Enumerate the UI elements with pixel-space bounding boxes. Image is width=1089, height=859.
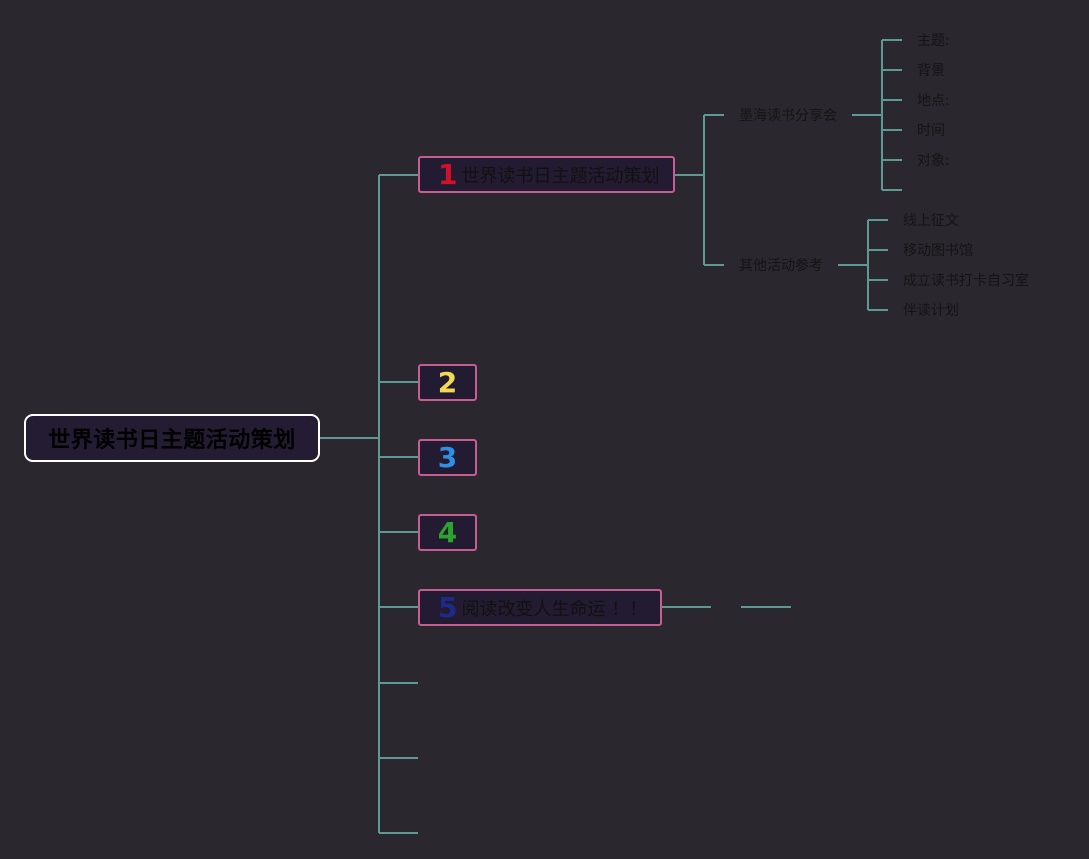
leaf-mobile-library[interactable]: 移动图书馆 bbox=[903, 240, 973, 260]
subtopic-label: 墨海读书分享会 bbox=[739, 108, 837, 124]
leaf-label: 伴读计划 bbox=[903, 303, 959, 319]
leaf-theme[interactable]: 主题: bbox=[917, 30, 950, 50]
leaf-label: 地点: bbox=[917, 93, 950, 109]
branch-label-1: 世界读书日主题活动策划 bbox=[461, 165, 660, 187]
subtopic-reading-salon[interactable]: 墨海读书分享会 bbox=[739, 105, 837, 125]
branch-node-1[interactable]: 1 世界读书日主题活动策划 bbox=[418, 156, 675, 193]
subtopic-other-activities[interactable]: 其他活动参考 bbox=[739, 255, 823, 275]
subtopic-label: 其他活动参考 bbox=[739, 258, 823, 274]
leaf-label: 时间 bbox=[917, 123, 945, 139]
branch-number-3: 3 bbox=[437, 441, 458, 474]
leaf-time[interactable]: 时间 bbox=[917, 120, 945, 140]
leaf-location[interactable]: 地点: bbox=[917, 90, 950, 110]
branch-number-4: 4 bbox=[437, 516, 458, 549]
leaf-label: 主题: bbox=[917, 33, 950, 49]
leaf-label: 线上征文 bbox=[903, 213, 959, 229]
branch-node-4[interactable]: 4 bbox=[418, 514, 477, 551]
branch-node-5[interactable]: 5 阅读改变人生命运 ！！ bbox=[418, 589, 662, 626]
leaf-label: 移动图书馆 bbox=[903, 243, 973, 259]
leaf-study-room[interactable]: 成立读书打卡自习室 bbox=[903, 270, 1029, 290]
leaf-background[interactable]: 背景 bbox=[917, 60, 945, 80]
branch-number-2: 2 bbox=[437, 366, 458, 399]
root-node-label: 世界读书日主题活动策划 bbox=[48, 428, 296, 453]
leaf-audience[interactable]: 对象: bbox=[917, 150, 950, 170]
leaf-label: 成立读书打卡自习室 bbox=[903, 273, 1029, 289]
leaf-reading-plan[interactable]: 伴读计划 bbox=[903, 300, 959, 320]
leaf-label: 背景 bbox=[917, 63, 945, 79]
branch-number-1: 1 bbox=[438, 158, 458, 191]
leaf-online-essay[interactable]: 线上征文 bbox=[903, 210, 959, 230]
branch-node-3[interactable]: 3 bbox=[418, 439, 477, 476]
branch-node-2[interactable]: 2 bbox=[418, 364, 477, 401]
branch-label-5: 阅读改变人生命运 ！！ bbox=[461, 598, 648, 620]
leaf-label: 对象: bbox=[917, 153, 950, 169]
root-node[interactable]: 世界读书日主题活动策划 bbox=[24, 414, 320, 462]
branch-number-5: 5 bbox=[438, 591, 458, 624]
